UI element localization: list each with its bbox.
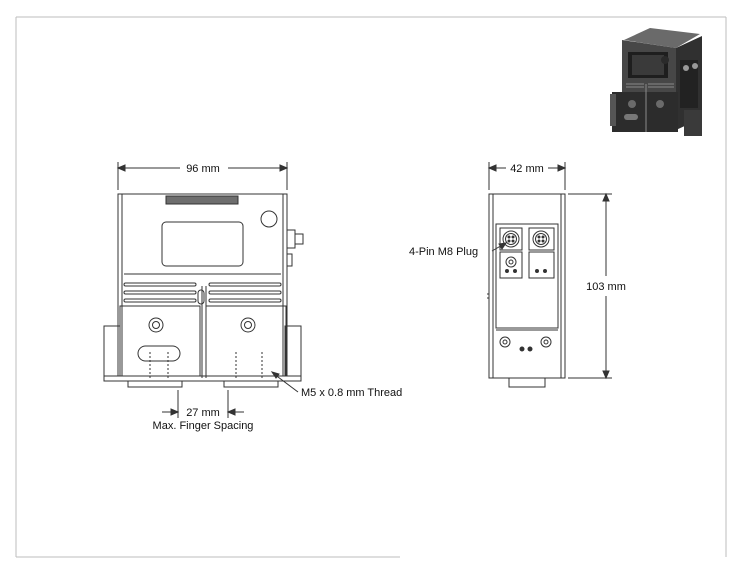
finger-spacing-dimension bbox=[162, 390, 244, 418]
front-groove-lines bbox=[123, 282, 282, 303]
front-view bbox=[103, 193, 304, 388]
height-dimension bbox=[568, 192, 612, 380]
plug-label: 4-Pin M8 Plug bbox=[409, 246, 478, 258]
finger-spacing-caption: Max. Finger Spacing bbox=[153, 420, 254, 432]
thread-leader bbox=[270, 371, 299, 393]
front-width-dimension bbox=[116, 162, 289, 190]
height-label: 103 mm bbox=[586, 281, 626, 293]
side-width-label: 42 mm bbox=[510, 163, 544, 175]
finger-spacing-label: 27 mm bbox=[186, 407, 220, 419]
thread-label: M5 x 0.8 mm Thread bbox=[301, 387, 402, 399]
side-width-dimension bbox=[487, 162, 567, 190]
m8-plug-connector-left bbox=[502, 230, 520, 248]
side-view bbox=[487, 193, 566, 388]
isometric-product-image bbox=[610, 28, 702, 136]
front-width-label: 96 mm bbox=[186, 163, 220, 175]
plug-leader bbox=[491, 242, 508, 252]
m8-plug-connector-right bbox=[532, 230, 550, 248]
sheet-border bbox=[15, 16, 727, 558]
